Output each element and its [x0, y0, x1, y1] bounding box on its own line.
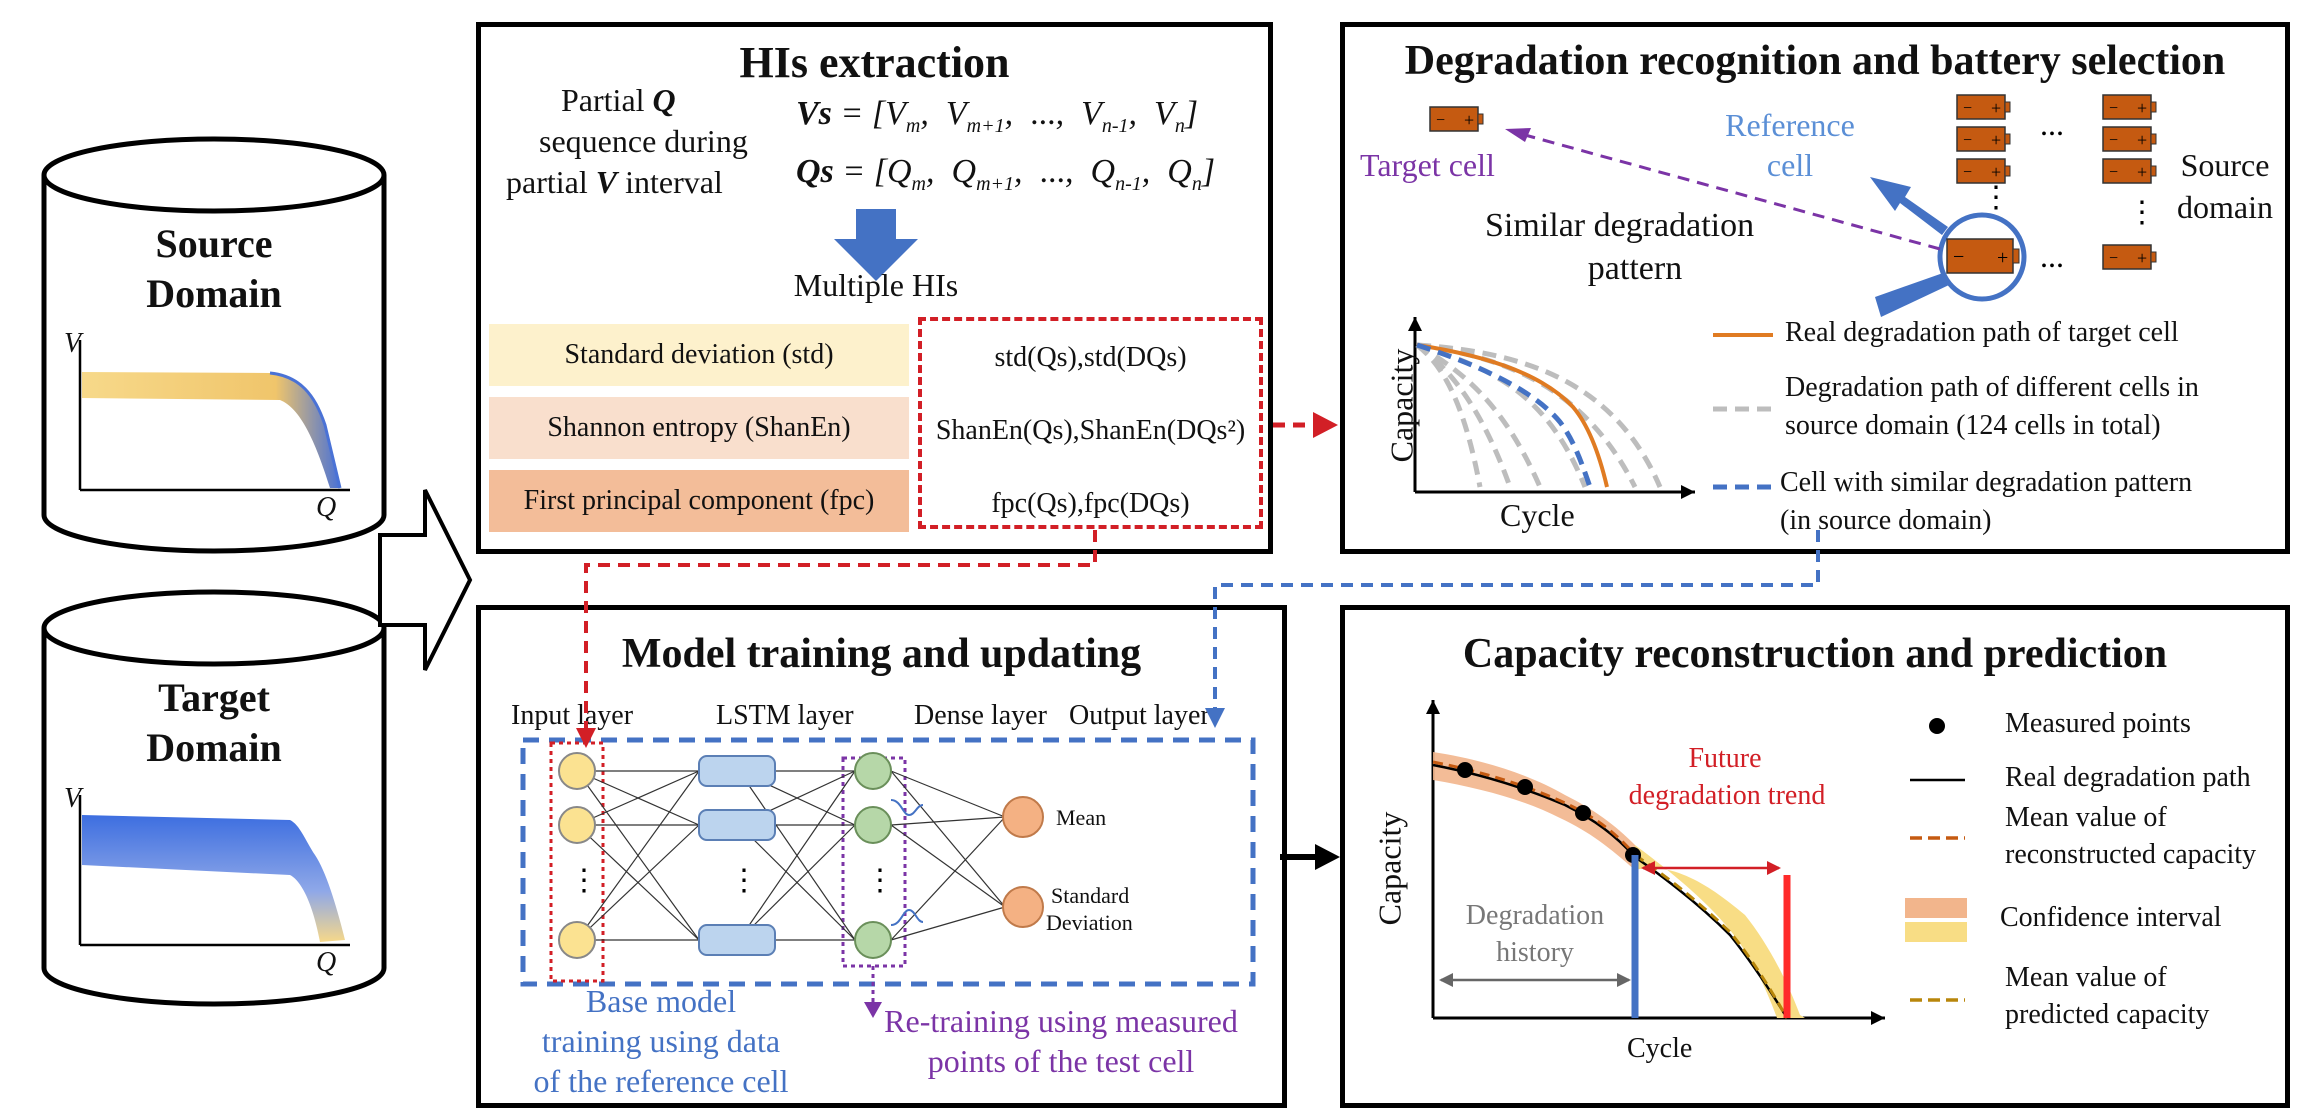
legend-real-path-text: Real degradation path of target cell [1785, 317, 2179, 348]
neural-network-graphic: ⋮ ⋮ ⋮ [520, 737, 1256, 1018]
hi-formula-dashed-box [918, 317, 1263, 529]
target-cell-real-path [1416, 343, 1609, 488]
svg-text:⋮: ⋮ [569, 864, 599, 897]
retrain-text-1: Re-training using measured [884, 1003, 1238, 1039]
legend-reconstructed-text-2: reconstructed capacity [2005, 839, 2257, 870]
degradation-paths-chart [1408, 317, 1695, 499]
retrain-text-2: points of the test cell [927, 1043, 1195, 1079]
source-y-axis-label: V [64, 328, 82, 359]
hi-row-fpc: First principal component (fpc) [489, 470, 909, 532]
source-domain-title-line1: Source [155, 221, 273, 266]
svg-text:⋮: ⋮ [2127, 196, 2157, 229]
target-y-axis-label: V [64, 783, 82, 814]
hi-formula-shanen: ShanEn(Qs),ShanEn(DQs²) [935, 415, 1246, 446]
his-extraction-panel: HIs extraction Partial Q sequence during… [476, 22, 1273, 554]
degradation-y-axis-label: Capacity [1383, 348, 1420, 463]
hi-formula-fpc: fpc(Qs),fpc(DQs) [991, 488, 1190, 519]
battery-ellipsis-1: ... [2040, 106, 2064, 142]
base-model-text-1: Base model [585, 983, 737, 1019]
reference-cell-label-1: Reference [1725, 107, 1855, 143]
future-trend-label-1: Future [1688, 743, 1762, 774]
reference-cell-label-2: cell [1766, 147, 1814, 183]
vs-equation: Vs = [Vm, Vm+1, ..., Vn-1, Vn] [796, 95, 1199, 137]
hi-formula-std: std(Qs),std(DQs) [994, 342, 1187, 373]
left-domain-column [41, 136, 473, 1007]
battery-ellipsis-2: ... [2040, 238, 2064, 274]
model-training-panel: Model training and updating Input layer … [476, 605, 1287, 1108]
source-x-axis-label: Q [316, 492, 337, 523]
battery-selection-graphic: − + ... ... ⋮ ⋮ −+ [1408, 94, 2157, 499]
legend-real-path-text: Real degradation path [2005, 762, 2251, 793]
source-domain-label-1: Source [2180, 147, 2270, 183]
svg-text:⋮: ⋮ [729, 864, 759, 897]
target-cell-label: Target cell [1360, 147, 1495, 183]
output-std-label-1: Standard [1051, 883, 1130, 908]
output-std-label-2: Deviation [1046, 910, 1133, 935]
multiple-his-down-arrow [834, 209, 918, 281]
hi-description-line3: partial V interval [506, 164, 723, 200]
legend-source-path-text-2: source domain (124 cells in total) [1785, 410, 2161, 441]
degradation-x-axis-label: Cycle [1500, 497, 1575, 533]
legend-measured-dot [1929, 718, 1945, 734]
hi-description-line2: sequence during [539, 123, 748, 159]
qs-equation: Qs = [Qm, Qm+1, ..., Qn-1, Qn] [796, 153, 1216, 195]
multiple-his-label: Multiple HIs [793, 267, 959, 303]
reference-selection-arrow [1870, 177, 1948, 235]
base-model-dashed-box [520, 737, 1256, 987]
legend-predicted-text-2: predicted capacity [2005, 999, 2210, 1030]
capacity-prediction-panel: Capacity reconstruction and prediction [1340, 605, 2290, 1108]
domains-to-pipeline-arrow [378, 489, 473, 671]
target-domain-title-line2: Domain [146, 725, 282, 770]
legend-predicted-text-1: Mean value of [2005, 962, 2167, 993]
hi-row-shanen: Shannon entropy (ShanEn) [489, 397, 909, 459]
svg-text:⋮: ⋮ [1981, 181, 2011, 214]
future-trend-label-2: degradation trend [1628, 780, 1826, 811]
similar-pattern-label-1: Similar degradation [1485, 207, 1755, 244]
source-domain-label-2: domain [2177, 189, 2273, 225]
capacity-x-axis-label: Cycle [1627, 1033, 1693, 1064]
svg-text:+: + [1997, 247, 2008, 269]
legend-source-path-text-1: Degradation path of different cells in [1785, 372, 2199, 403]
degradation-recognition-title: Degradation recognition and battery sele… [1404, 38, 2226, 84]
target-voltage-band [82, 815, 345, 942]
legend-reconstructed-text-1: Mean value of [2005, 802, 2167, 833]
target-x-axis-label: Q [316, 947, 337, 978]
magnifier-icon: −+ [1875, 212, 2027, 317]
history-label-2: history [1496, 937, 1574, 968]
predicted-confidence-band [1635, 845, 1805, 1018]
legend-similar-path-text-2: (in source domain) [1780, 505, 1992, 536]
history-label-1: Degradation [1465, 900, 1605, 931]
source-domain-title-line2: Domain [146, 271, 282, 316]
hi-description-line1: Partial Q [561, 82, 676, 118]
degradation-recognition-panel: Degradation recognition and battery sele… [1340, 22, 2290, 554]
reconstructed-confidence-band [1433, 752, 1635, 870]
his-extraction-title: HIs extraction [739, 38, 1010, 87]
legend-similar-path-text-1: Cell with similar degradation pattern [1780, 467, 2193, 498]
base-model-text-3: of the reference cell [533, 1063, 789, 1099]
capacity-y-axis-label: Capacity [1371, 811, 1408, 926]
source-domain-cylinder [41, 136, 387, 554]
legend-measured-points-text: Measured points [2005, 708, 2191, 739]
svg-text:⋮: ⋮ [865, 864, 895, 897]
source-voltage-band [82, 372, 340, 488]
dense-output-dotted-box [841, 756, 907, 968]
svg-text:−: − [1953, 246, 1964, 268]
output-mean-label: Mean [1056, 805, 1107, 830]
legend-confidence-orange [1905, 898, 1967, 918]
target-cell-battery-icon [1429, 106, 1484, 132]
similar-pattern-label-2: pattern [1587, 250, 1683, 287]
legend-confidence-text: Confidence interval [2000, 902, 2222, 933]
similar-cell-path [1416, 342, 1593, 488]
capacity-chart [1426, 700, 1967, 1025]
target-domain-cylinder [41, 589, 387, 1007]
legend-confidence-yellow [1905, 922, 1967, 942]
target-similarity-arrow [1524, 133, 1941, 251]
hi-row-std: Standard deviation (std) [489, 324, 909, 386]
base-model-text-2: training using data [541, 1023, 781, 1059]
target-domain-title-line1: Target [158, 675, 270, 720]
